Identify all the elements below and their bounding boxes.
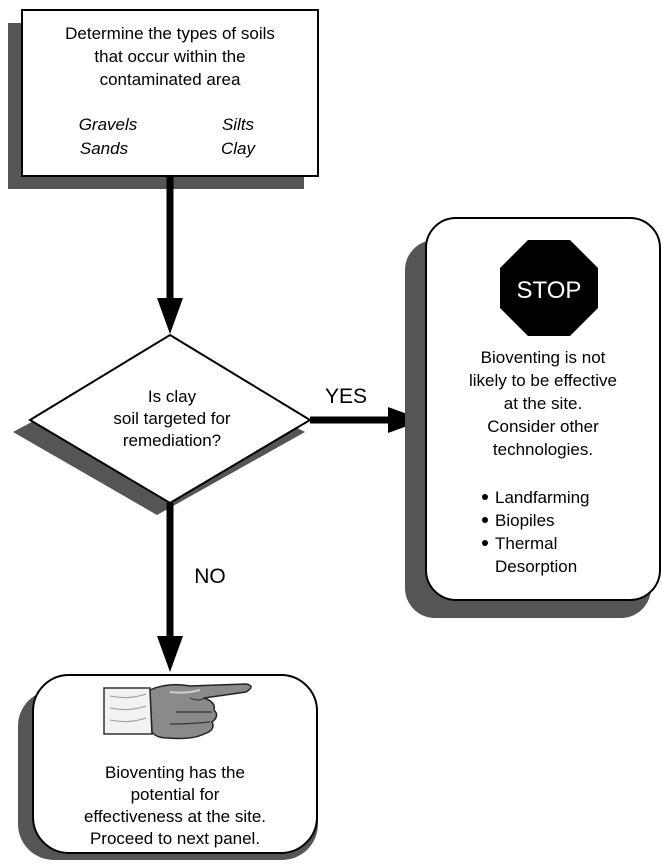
yes-label: YES xyxy=(325,385,367,408)
stop-line-5: technologies. xyxy=(493,440,593,459)
stop-line-4: Consider other xyxy=(487,417,599,436)
bullet-icon xyxy=(482,540,488,546)
no-label: NO xyxy=(194,565,226,588)
start-box-frame xyxy=(21,9,319,177)
stop-line-1: Bioventing is not xyxy=(481,348,606,367)
stop-box-frame xyxy=(425,217,661,601)
bullet-landfarming: Landfarming xyxy=(495,488,590,507)
soil-sands: Sands xyxy=(80,139,129,158)
decision-line-3: remediation? xyxy=(123,431,221,450)
start-box: Determine the types of soils that occur … xyxy=(8,9,319,189)
start-box-line-3: contaminated area xyxy=(100,70,241,89)
arrow-no: NO xyxy=(157,503,226,672)
stop-line-2: likely to be effective xyxy=(469,371,617,390)
pointing-hand-icon xyxy=(103,683,252,740)
proceed-line-3: effectiveness at the site. xyxy=(84,807,266,826)
decision-line-1: Is clay xyxy=(148,387,197,406)
soil-silts: Silts xyxy=(222,115,255,134)
proceed-box: Bioventing has the potential for effecti… xyxy=(18,674,318,860)
stop-sign-icon: STOP xyxy=(500,240,598,336)
start-box-line-1: Determine the types of soils xyxy=(65,24,275,43)
decision-diamond: Is clay soil targeted for remediation? xyxy=(13,333,312,515)
stop-sign-text: STOP xyxy=(517,277,582,304)
arrow-start-to-decision xyxy=(157,176,183,334)
proceed-line-4: Proceed to next panel. xyxy=(90,829,260,848)
soil-gravels: Gravels xyxy=(79,115,138,134)
bullet-biopiles: Biopiles xyxy=(495,511,555,530)
bullet-icon xyxy=(482,517,488,523)
decision-line-2: soil targeted for xyxy=(113,409,231,428)
stop-line-3: at the site. xyxy=(504,394,582,413)
start-box-line-2: that occur within the xyxy=(94,47,245,66)
bullet-thermal: Thermal xyxy=(495,534,557,553)
soil-clay: Clay xyxy=(221,139,257,158)
proceed-line-2: potential for xyxy=(131,785,220,804)
bullet-icon xyxy=(482,494,488,500)
stop-box: STOP Bioventing is not likely to be effe… xyxy=(405,217,661,618)
bullet-desorption: Desorption xyxy=(495,557,577,576)
proceed-line-1: Bioventing has the xyxy=(105,763,245,782)
